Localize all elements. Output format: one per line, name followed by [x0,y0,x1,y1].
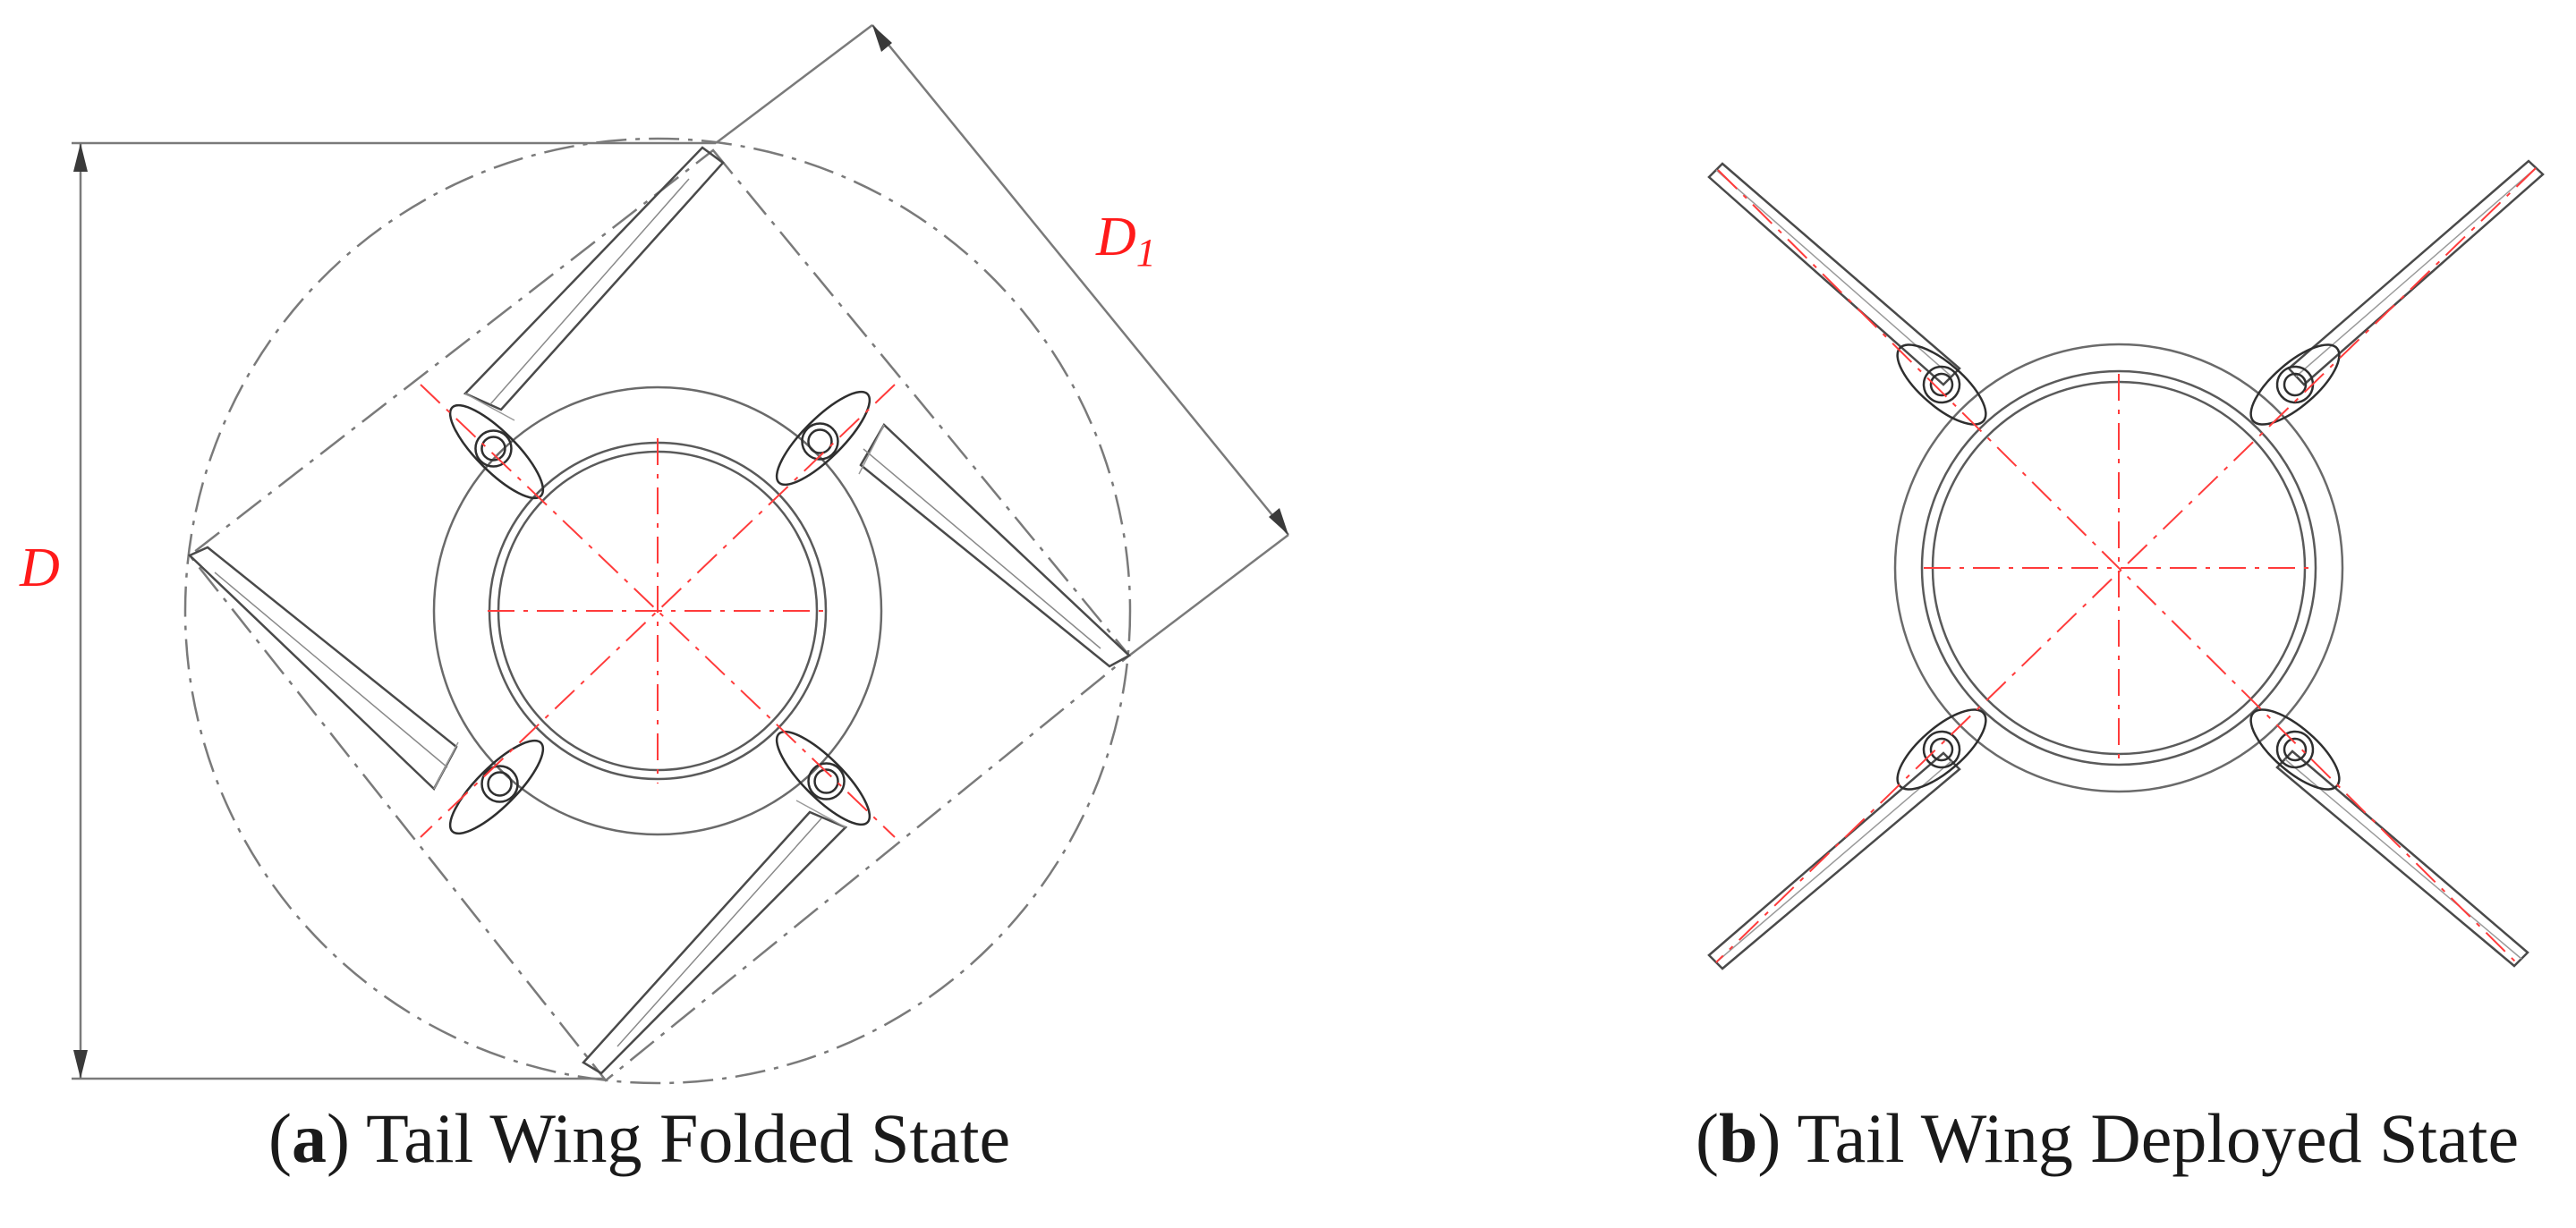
outer-body-ring [432,385,883,836]
caption-b-letter: b [1718,1099,1758,1177]
caption-a-letter: a [291,1099,327,1177]
folded-center-lines [420,384,896,838]
dimension-d [72,141,716,1080]
folded-guide-lines [433,393,885,828]
deployed-wing-bottom-right [2275,750,2529,968]
caption-b-text: Tail Wing Deployed State [1797,1099,2520,1177]
hinge-top-right [775,390,871,487]
folded-envelope-square [188,148,1131,1082]
label-d1: D1 [1095,207,1156,275]
folded-wing-right [859,423,1132,668]
folded-wing-top [463,146,725,411]
deployed-wings [1707,159,2545,970]
caption-b: (b) Tail Wing Deployed State [1696,1099,2520,1177]
panel-b-deployed-drawing [1707,159,2545,970]
deployed-center-lines [1715,167,2537,967]
outer-envelope-circle [183,137,1132,1085]
hinge-b-top-right [2249,343,2341,426]
folded-hinges [448,390,871,835]
deployed-wing-bottom-left [1707,751,1961,970]
hinge-b-top-left [1896,343,1987,426]
caption-a: (a) Tail Wing Folded State [268,1099,1011,1177]
folded-wing-bottom [582,810,848,1075]
panel-a-folded-drawing: D D1 [19,24,1289,1085]
hinge-b-bottom-right [2249,708,2341,791]
dimension-d1 [715,24,1289,656]
outer-body-ring-b [1893,343,2344,793]
hinge-b-bottom-left [1896,708,1987,791]
inner-body-ring-b-1 [1920,369,2317,766]
folded-wing-left [187,546,458,792]
label-d: D [19,538,60,598]
hinge-bottom-left [448,739,545,835]
deployed-wing-top-right [2287,159,2545,386]
caption-a-text: Tail Wing Folded State [366,1099,1011,1177]
